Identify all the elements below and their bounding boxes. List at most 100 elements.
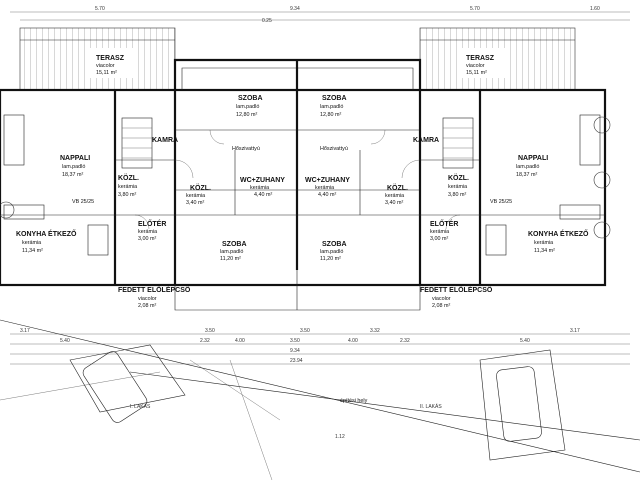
- label-lakas-left: I. LAKÁS: [130, 403, 151, 410]
- room-terasz-left: TERASZ: [96, 55, 125, 62]
- dim-plot: 1.12: [335, 434, 345, 440]
- dim-top-1: 5.70: [95, 6, 105, 12]
- svg-text:lam.padló: lam.padló: [320, 249, 343, 255]
- svg-text:lam.padló: lam.padló: [516, 164, 539, 170]
- bottom-dimension-lines: 3.17 3.50 3.50 3.32 3.17 5.40 2.32 4.00 …: [10, 328, 630, 365]
- room-eloter-left: ELŐTÉR: [138, 219, 166, 228]
- svg-text:11,20 m²: 11,20 m²: [220, 256, 241, 262]
- svg-text:kerámia: kerámia: [385, 193, 404, 199]
- room-terasz-right: TERASZ: [466, 55, 495, 62]
- room-fedett-right: FEDETT ELŐLÉPCSŐ: [420, 285, 493, 294]
- room-kozl-mid-right: KÖZL.: [387, 183, 408, 192]
- room-labels: TERASZ viacolor 15,11 m² TERASZ viacolor…: [16, 55, 589, 309]
- dim-top-2: 9.34: [290, 6, 300, 12]
- svg-text:4,40 m²: 4,40 m²: [254, 192, 272, 198]
- svg-text:3,80 m²: 3,80 m²: [448, 192, 466, 198]
- svg-text:15,11 m²: 15,11 m²: [466, 70, 487, 76]
- dim-b2-3: 4.00: [235, 338, 245, 344]
- room-konyha-left: KONYHA ÉTKEZŐ: [16, 229, 77, 238]
- dim-b1-1: 3.17: [20, 328, 30, 334]
- svg-text:3,80 m²: 3,80 m²: [118, 192, 136, 198]
- dim-b2-1: 5.40: [60, 338, 70, 344]
- svg-text:viacolor: viacolor: [466, 63, 485, 69]
- svg-text:kerámia: kerámia: [22, 240, 41, 246]
- door-swings: [134, 129, 461, 230]
- svg-text:4,40 m²: 4,40 m²: [318, 192, 336, 198]
- trees: [0, 116, 611, 239]
- svg-text:lam.padló: lam.padló: [320, 104, 343, 110]
- dim-b2-2: 2.32: [200, 338, 210, 344]
- room-kozl-top-left: KÖZL.: [118, 173, 139, 182]
- room-szoba-top-right: SZOBA: [322, 95, 347, 102]
- svg-text:kerámia: kerámia: [430, 229, 449, 235]
- svg-text:kerámia: kerámia: [118, 184, 137, 190]
- svg-text:viacolor: viacolor: [96, 63, 115, 69]
- svg-text:viacolor: viacolor: [432, 296, 451, 302]
- svg-text:kerámia: kerámia: [186, 193, 205, 199]
- room-kamra-left: KAMRA: [152, 137, 178, 144]
- room-szoba-top-left: SZOBA: [238, 95, 263, 102]
- svg-text:2,08 m²: 2,08 m²: [432, 303, 450, 309]
- room-wc-right: WC+ZUHANY: [305, 177, 350, 184]
- dim-b1-4: 3.32: [370, 328, 380, 334]
- dim-b2-7: 5.40: [520, 338, 530, 344]
- dim-top-3: 5.70: [470, 6, 480, 12]
- dim-top-misc: 0.25: [262, 18, 272, 24]
- room-szoba-bottom-left: SZOBA: [222, 241, 247, 248]
- dim-bottom-total: 9.34: [290, 348, 300, 354]
- svg-text:lam.padló: lam.padló: [236, 104, 259, 110]
- svg-text:11,20 m²: 11,20 m²: [320, 256, 341, 262]
- svg-text:12,80 m²: 12,80 m²: [236, 112, 257, 118]
- label-lakas-right: II. LAKÁS: [420, 403, 442, 410]
- svg-text:15,11 m²: 15,11 m²: [96, 70, 117, 76]
- building-walls: [0, 58, 607, 311]
- svg-text:kerámia: kerámia: [448, 184, 467, 190]
- svg-text:lam.padló: lam.padló: [62, 164, 85, 170]
- svg-text:viacolor: viacolor: [138, 296, 157, 302]
- svg-text:2,08 m²: 2,08 m²: [138, 303, 156, 309]
- dim-b1-2: 3.50: [205, 328, 215, 334]
- room-nappali-right: NAPPALI: [518, 155, 548, 162]
- label-vb-left: VB 25/25: [72, 199, 94, 205]
- car-left: [82, 351, 148, 423]
- svg-text:11,34 m²: 11,34 m²: [534, 248, 555, 254]
- svg-text:kerámia: kerámia: [534, 240, 553, 246]
- svg-text:3,40 m²: 3,40 m²: [186, 200, 204, 206]
- dim-overall: 23.94: [290, 358, 303, 364]
- plot-boundaries: építési hely 1.12: [0, 319, 640, 480]
- dim-top-4: 1.60: [590, 6, 600, 12]
- label-hoszivattyu-left: Hőszivattyú: [232, 146, 260, 152]
- svg-text:kerámia: kerámia: [315, 185, 334, 191]
- room-kozl-top-right: KÖZL.: [448, 173, 469, 182]
- dim-b2-4: 3.50: [290, 338, 300, 344]
- room-nappali-left: NAPPALI: [60, 155, 90, 162]
- svg-text:3,00 m²: 3,00 m²: [138, 236, 156, 242]
- dim-b1-5: 3.17: [570, 328, 580, 334]
- svg-text:11,34 m²: 11,34 m²: [22, 248, 43, 254]
- svg-text:12,80 m²: 12,80 m²: [320, 112, 341, 118]
- svg-text:18,37 m²: 18,37 m²: [516, 172, 537, 178]
- parking-left: I. LAKÁS: [69, 344, 186, 423]
- kitchen-furniture: [3, 114, 601, 256]
- svg-text:kerámia: kerámia: [250, 185, 269, 191]
- svg-text:kerámia: kerámia: [138, 229, 157, 235]
- room-kozl-mid-left: KÖZL.: [190, 183, 211, 192]
- svg-text:lam.padló: lam.padló: [220, 249, 243, 255]
- dim-b1-3: 3.50: [300, 328, 310, 334]
- label-vb-right: VB 25/25: [490, 199, 512, 205]
- room-fedett-left: FEDETT ELŐLÉPCSŐ: [118, 285, 191, 294]
- room-konyha-right: KONYHA ÉTKEZŐ: [528, 229, 589, 238]
- svg-text:18,37 m²: 18,37 m²: [62, 172, 83, 178]
- terrace-pergolas: [19, 27, 576, 91]
- dim-b2-5: 4.00: [348, 338, 358, 344]
- top-dimension-line: 5.70 9.34 5.70 1.60 0.25: [10, 6, 630, 24]
- label-hoszivattyu-right: Hőszivattyú: [320, 146, 348, 152]
- svg-text:3,00 m²: 3,00 m²: [430, 236, 448, 242]
- svg-text:3,40 m²: 3,40 m²: [385, 200, 403, 206]
- label-epitesi-hely: építési hely: [340, 398, 368, 404]
- car-right: [496, 366, 542, 442]
- stairs: [121, 117, 474, 169]
- room-eloter-right: ELŐTÉR: [430, 219, 458, 228]
